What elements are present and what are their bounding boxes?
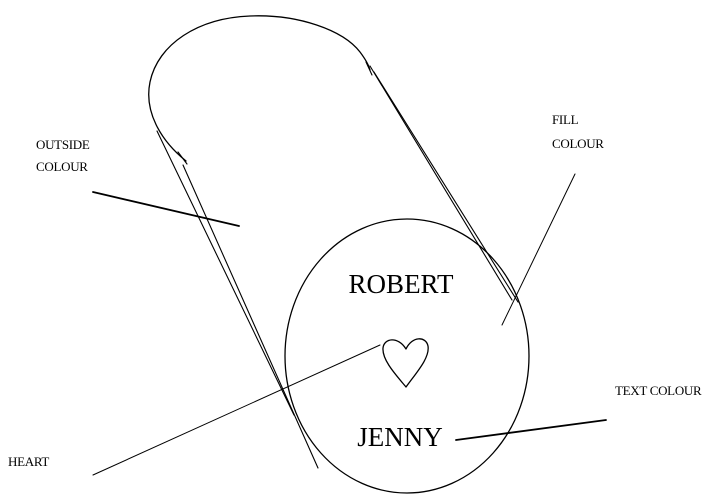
tag-left-edge-outer xyxy=(157,131,294,415)
heart-label: HEART xyxy=(8,454,49,469)
fill-colour-leader xyxy=(502,174,575,325)
fill-colour-label-line2: COLOUR xyxy=(552,136,604,151)
engraving-top-name: ROBERT xyxy=(349,269,454,299)
tag-right-edge-outer xyxy=(374,72,518,302)
text-colour-label: TEXT COLOUR xyxy=(615,383,702,398)
engraving-bottom-name: JENNY xyxy=(357,422,443,452)
outside-colour-label: OUTSIDE COLOUR xyxy=(36,137,92,174)
heart-leader xyxy=(93,345,380,475)
outside-colour-label-line2: COLOUR xyxy=(36,159,88,174)
fill-colour-label: FILL COLOUR xyxy=(552,112,604,151)
outside-colour-label-line1: OUTSIDE xyxy=(36,137,90,152)
tag-outline xyxy=(149,16,529,493)
outside-colour-leader xyxy=(93,192,239,226)
tag-left-edge-inner xyxy=(183,165,318,468)
leader-lines xyxy=(93,174,606,475)
fill-colour-label-line1: FILL xyxy=(552,112,579,127)
tag-right-edge-inner xyxy=(370,66,512,300)
tag-back-tick-left xyxy=(178,152,187,164)
heart-icon xyxy=(383,339,428,387)
tag-back-end xyxy=(149,16,370,161)
text-colour-leader xyxy=(456,420,606,440)
